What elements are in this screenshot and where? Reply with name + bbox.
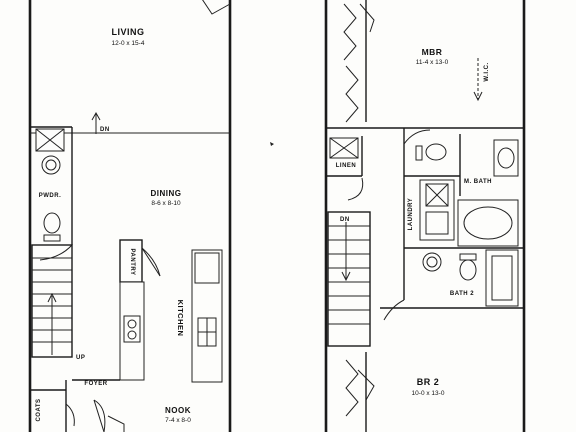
powder-door-swing <box>39 244 73 261</box>
powder-toilet-tank <box>43 234 61 242</box>
laundry-label: LAUNDRY <box>408 198 414 231</box>
br2-dims: 10-0 x 13-0 <box>412 390 445 397</box>
linen-label: LINEN <box>336 163 357 169</box>
scan-speck <box>270 142 274 146</box>
kitchen-counter-right <box>191 249 223 383</box>
laundry-machines <box>419 179 455 241</box>
coats-label: COATS <box>36 398 42 421</box>
mbr-label: MBR <box>422 47 443 57</box>
linen-closet <box>326 136 363 177</box>
bath2-label: BATH 2 <box>450 291 474 297</box>
first-floor-plan <box>28 0 232 432</box>
mbr-dims: 11-4 x 13-0 <box>416 59 449 66</box>
bath2-door-swing <box>383 299 405 321</box>
hall-door-swing <box>347 177 364 201</box>
second-floor-outline <box>324 0 526 432</box>
mbr-bath-label: M. BATH <box>464 179 492 185</box>
br2-closet-bifold <box>345 359 359 417</box>
br2-closet-door <box>357 369 375 401</box>
living-label: LIVING <box>111 27 144 37</box>
coats-door-swing <box>65 403 75 427</box>
wic-label: W.I.C. <box>484 62 490 81</box>
mbr-closet-bifold-upper <box>343 3 357 61</box>
mbr-bath-sink <box>493 139 519 177</box>
kitchen-label: KITCHEN <box>176 300 185 337</box>
mbr-top-door <box>359 3 375 33</box>
bath2-tub <box>485 249 519 307</box>
nook-dims: 7-4 x 8-0 <box>165 417 191 424</box>
br2-label: BR 2 <box>417 377 440 387</box>
stair-down-arrow <box>91 111 101 134</box>
dining-label: DINING <box>151 189 182 198</box>
dining-dims: 8-6 x 8-10 <box>151 200 181 207</box>
second-floor-plan <box>324 0 526 432</box>
front-door-swing <box>93 399 106 432</box>
second-floor-stairs <box>327 211 371 347</box>
front-door-leaf <box>93 399 105 432</box>
bath2-toilet <box>459 253 477 281</box>
stair-down-label: DN <box>100 127 110 133</box>
nook-label: NOOK <box>165 406 191 415</box>
bath2-sink <box>422 252 442 272</box>
foyer-label: FOYER <box>84 381 107 387</box>
pantry-label: PANTRY <box>129 249 135 276</box>
mbr-bath-door-swing <box>403 129 431 145</box>
living-dims: 12-0 x 15-4 <box>112 40 145 47</box>
kitchen-counter-left <box>119 281 145 381</box>
mbr-closet-bifold-lower <box>345 65 359 123</box>
first-floor-stairs <box>31 244 73 358</box>
living-corner-window <box>202 0 231 15</box>
powder-toilet <box>43 212 61 234</box>
hvac-closet <box>35 128 65 152</box>
powder-label: PWDR. <box>39 193 62 199</box>
mbr-bathtub <box>457 199 519 247</box>
pantry <box>119 239 161 283</box>
nook-door <box>107 415 125 432</box>
stair-up-label: UP <box>76 355 85 361</box>
mbr-bath-toilet <box>415 143 447 161</box>
first-floor-outline <box>28 0 232 432</box>
second-stair-down-label: DN <box>340 217 350 223</box>
wic-area <box>473 58 483 102</box>
water-heater-inner <box>45 159 57 171</box>
